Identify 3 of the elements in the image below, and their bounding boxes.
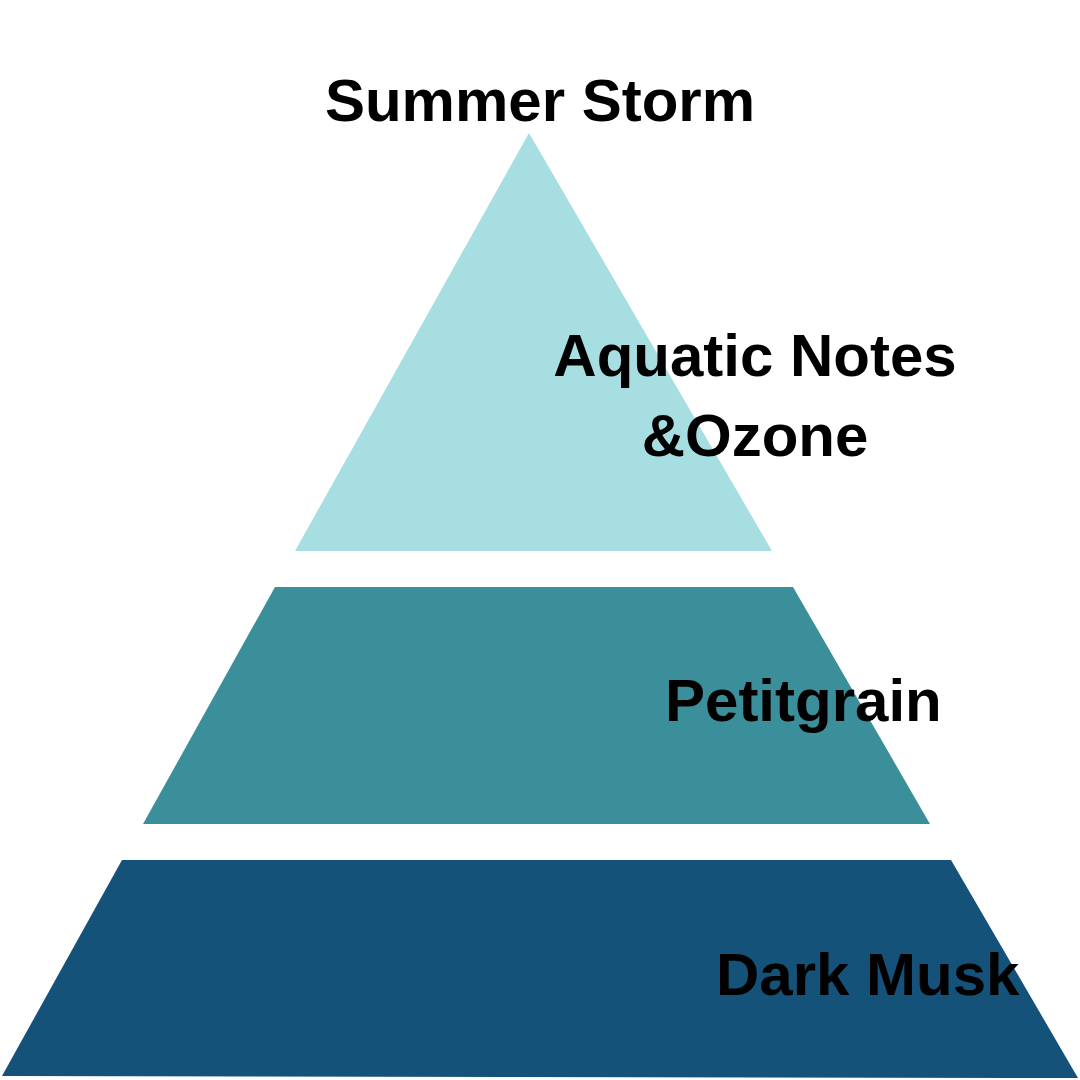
tier-label: Dark Musk	[716, 940, 1020, 1010]
tier-label: Aquatic Notes &Ozone	[552, 321, 958, 471]
diagram-title: Summer Storm	[323, 66, 757, 136]
